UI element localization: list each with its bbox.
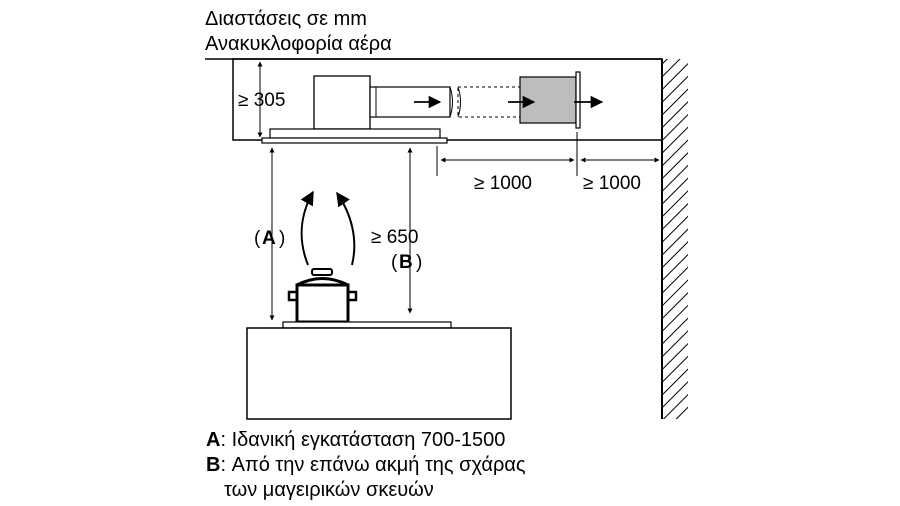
pot-icon: [287, 268, 358, 324]
legend-b-text-cont: των μαγειρικών σκευών: [224, 479, 434, 501]
dim-b-open: (: [391, 252, 398, 273]
mode-title: Ανακυκλοφορία αέρα: [205, 33, 392, 55]
legend-b: B: Από την επάνω ακμή της σχάρας: [206, 454, 526, 476]
steam-arrow-left: [300, 190, 314, 266]
min-height-label: ≥ 650: [371, 227, 418, 248]
hood-motor: [313, 75, 371, 130]
dim-b-close: ): [416, 252, 422, 273]
module-to-wall-label: ≥ 1000: [583, 173, 641, 194]
module-grille: [575, 71, 581, 129]
hood-panel: [261, 137, 448, 144]
dim-b-letter: B: [399, 252, 413, 273]
duct-extension-dashed: [457, 86, 521, 118]
ceiling-clearance-label: ≥ 305: [238, 90, 285, 111]
dim-a-letter: A: [262, 228, 276, 249]
legend-b-key: B: [206, 454, 220, 476]
dim-a-open: (: [254, 228, 261, 249]
hood-to-module-label: ≥ 1000: [474, 173, 532, 194]
kitchen-counter: [246, 327, 512, 420]
legend-a-key: A: [206, 429, 220, 451]
hood-base: [269, 128, 441, 139]
steam-arrow-right: [336, 191, 356, 266]
duct-break2: [457, 86, 461, 118]
duct-break: [449, 86, 453, 118]
legend-a-text: : Ιδανική εγκατάσταση 700-1500: [220, 429, 505, 451]
dim-a-close: ): [279, 228, 285, 249]
legend-a: A: Ιδανική εγκατάσταση 700-1500: [206, 429, 505, 451]
wall-hatching: [662, 59, 688, 419]
recirculation-module: [519, 76, 577, 124]
units-note: Διαστάσεις σε mm: [205, 8, 367, 30]
legend-b-text: : Από την επάνω ακμή της σχάρας: [220, 454, 525, 476]
cooktop: [282, 321, 452, 329]
